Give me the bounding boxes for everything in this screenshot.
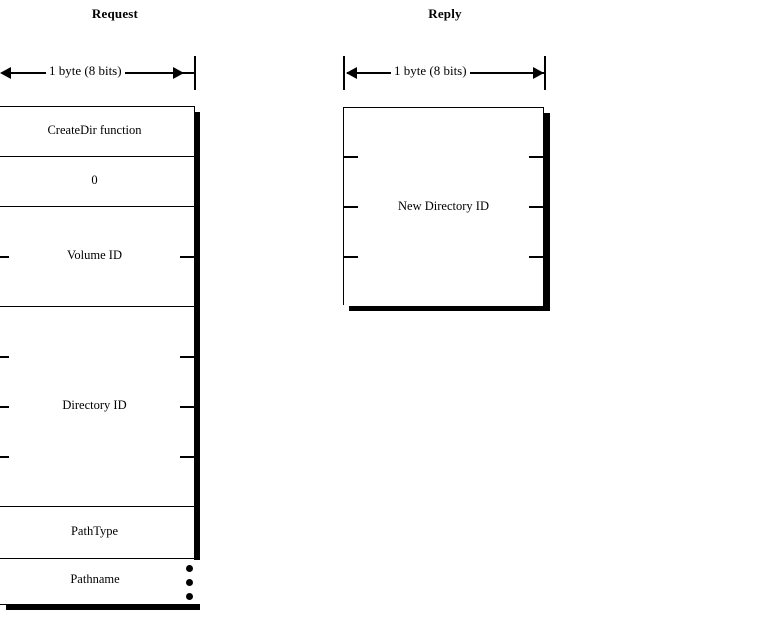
ruler-arrow-left-icon xyxy=(0,67,11,79)
ruler-end-tick xyxy=(544,56,546,90)
request-byte-ruler: 1 byte (8 bits) xyxy=(0,56,198,90)
reply-box-shadow-bottom xyxy=(349,305,550,311)
continuation-tick-right xyxy=(529,256,543,258)
continuation-tick-left xyxy=(0,256,9,258)
continuation-tick-right xyxy=(180,256,194,258)
request-field-zero: 0 xyxy=(0,157,194,207)
field-label: CreateDir function xyxy=(47,123,142,137)
continuation-tick-right xyxy=(529,156,543,158)
continuation-tick-right xyxy=(529,206,543,208)
continuation-tick-left xyxy=(344,156,358,158)
continuation-tick-left xyxy=(344,206,358,208)
request-box-shadow-bottom xyxy=(6,604,200,610)
field-label: Pathname xyxy=(70,572,120,586)
continuation-tick-left xyxy=(0,356,9,358)
continuation-tick-left xyxy=(0,406,9,408)
field-label: New Directory ID xyxy=(398,199,489,213)
reply-field-new-directory-id: New Directory ID xyxy=(344,108,543,306)
field-label: Volume ID xyxy=(67,248,122,262)
continuation-tick-right xyxy=(180,456,194,458)
reply-packet-box: New Directory ID xyxy=(343,107,544,306)
reply-byte-ruler: 1 byte (8 bits) xyxy=(343,56,548,90)
request-field-pathname: Pathname xyxy=(0,560,195,605)
pathname-variable-length-ellipsis-icon xyxy=(185,565,193,600)
field-label: PathType xyxy=(70,524,119,538)
request-field-directory-id: Directory ID xyxy=(0,307,194,507)
request-packet-box: CreateDir function 0 Volume ID Directory… xyxy=(0,106,195,560)
continuation-tick-right xyxy=(180,356,194,358)
ruler-start-tick xyxy=(343,56,345,90)
request-field-pathtype: PathType xyxy=(0,507,194,559)
continuation-tick-left xyxy=(0,456,9,458)
ruler-arrow-right-icon xyxy=(173,67,184,79)
request-box-shadow-right xyxy=(194,112,200,560)
continuation-tick-left xyxy=(344,256,358,258)
ruler-end-tick xyxy=(194,56,196,90)
reply-column-title: Reply xyxy=(428,6,462,21)
request-field-volume-id: Volume ID xyxy=(0,207,194,307)
ruler-arrow-right-icon xyxy=(533,67,544,79)
ruler-arrow-left-icon xyxy=(346,67,357,79)
ruler-label: 1 byte (8 bits) xyxy=(391,63,470,79)
ruler-label: 1 byte (8 bits) xyxy=(46,63,125,79)
request-column-title: Request xyxy=(91,6,139,21)
request-field-createdir-function: CreateDir function xyxy=(0,107,194,157)
continuation-tick-right xyxy=(180,406,194,408)
reply-box-shadow-right xyxy=(544,113,550,311)
field-label: 0 xyxy=(91,173,98,187)
field-label: Directory ID xyxy=(62,398,127,412)
